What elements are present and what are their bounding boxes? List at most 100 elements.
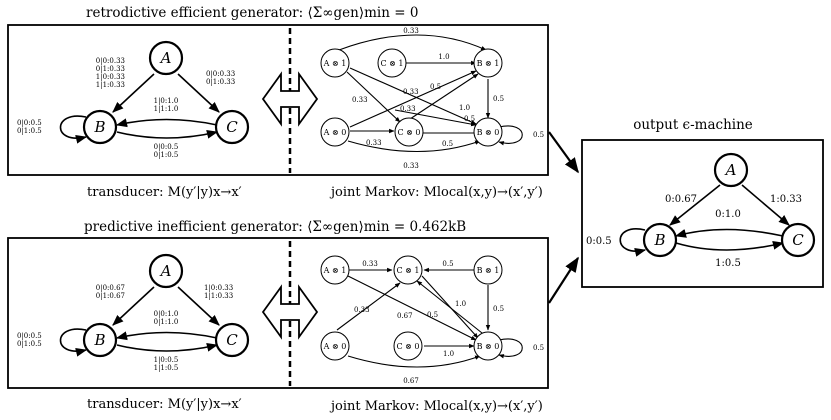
edge-label: 1|1:0.33	[204, 292, 233, 300]
state-a-label: A	[159, 49, 172, 67]
edge-label: 1|1:1.0	[154, 105, 179, 113]
state-b-label: B	[93, 331, 105, 349]
joint-node-c0	[394, 117, 424, 147]
joint-node-a1	[320, 255, 350, 285]
double-arrow-bottom	[261, 284, 319, 340]
caption-joint-bottom: joint Markov: Mlocal(x,y)→(x′,y′)	[329, 399, 543, 414]
edge-label: 1|1:0.33	[96, 81, 125, 89]
prob-label: 1.0	[455, 300, 466, 308]
output-panel-frame	[581, 139, 824, 288]
title-bottom: predictive inefficient generator: ⟨Σ∞gen…	[84, 219, 466, 235]
prob-label: 0.5	[442, 260, 453, 268]
emachine-label-bb: 0:0.5	[586, 236, 612, 247]
emachine-labels: 0:0.67 1:0.33 0:1.0 1:0.5 0:0.5	[586, 194, 802, 269]
state-node-c	[214, 109, 250, 145]
prob-label: 0.33	[403, 27, 419, 35]
top-transducer-edges	[59, 73, 220, 144]
edge-label: 0|1:0.33	[206, 78, 235, 86]
state-b-label: B	[653, 231, 665, 249]
state-a-label: A	[724, 161, 737, 179]
state-node-a	[713, 152, 749, 188]
prob-label: 0.33	[403, 162, 419, 170]
joint-node-b1	[473, 48, 503, 78]
edge-label: 0|0:0.33	[206, 70, 235, 78]
prob-label: 1.0	[438, 53, 449, 61]
bottom-joint-labels: 0.33 0.5 0.33 0.67 0.5 1.0 0.5 1.0 0.5 0…	[354, 260, 544, 385]
joint-node-b0	[473, 331, 503, 361]
emachine-edges	[619, 184, 790, 257]
edge-label: 0|0:0.33	[96, 57, 125, 65]
bottom-joint-nodes: A ⊗ 1 C ⊗ 1 B ⊗ 1 A ⊗ 0 C ⊗ 0 B ⊗ 0	[320, 255, 503, 361]
joint-state-label: A ⊗ 0	[323, 128, 347, 137]
state-node-c	[780, 222, 816, 258]
joint-node-c1	[393, 255, 423, 285]
edge-label: 1|0:0.33	[96, 73, 125, 81]
joint-state-label: B ⊗ 1	[477, 59, 500, 68]
bottom-transducer-edges	[59, 286, 220, 357]
prob-label: 0.67	[403, 377, 419, 385]
edge-label: 0|0:1.0	[154, 310, 179, 318]
prob-label: 0.5	[533, 344, 544, 352]
joint-state-label: B ⊗ 1	[477, 266, 500, 275]
emachine-label-bc: 1:0.5	[715, 258, 741, 269]
state-node-b	[642, 222, 678, 258]
state-node-b	[82, 322, 118, 358]
prob-label: 0.5	[493, 305, 504, 313]
bottom-joint-edges	[336, 267, 523, 368]
title-top: retrodictive efficient generator: ⟨Σ∞gen…	[86, 5, 418, 21]
joint-state-label: C ⊗ 1	[397, 266, 420, 275]
emachine-label-ac: 1:0.33	[770, 194, 802, 205]
edge-label: 1|0:0.33	[204, 284, 233, 292]
edge-label: 1|1:0.5	[154, 364, 179, 372]
output-title: output ϵ-machine	[633, 117, 753, 133]
state-c-label: C	[792, 231, 804, 249]
top-joint-labels: 0.33 1.0 0.5 0.33 0.33 1.0 0.5 0.33 0.5 …	[352, 27, 544, 170]
joint-node-a0	[320, 117, 350, 147]
top-panel-frame	[7, 24, 549, 176]
state-node-a	[148, 253, 184, 289]
bottom-transducer-nodes: A B C	[82, 253, 250, 358]
joint-state-label: B ⊗ 0	[477, 128, 500, 137]
prob-label: 0.33	[352, 96, 368, 104]
edge-label: 0|1:0.5	[17, 127, 42, 135]
state-b-label: B	[93, 118, 105, 136]
panel-to-output-arrows	[548, 131, 579, 304]
prob-label: 0.33	[400, 105, 416, 113]
edge-label: 0|1:0.5	[17, 340, 42, 348]
edge-label: 0|1:1.0	[154, 318, 179, 326]
prob-label: 0.67	[397, 312, 413, 320]
joint-state-label: A ⊗ 1	[323, 59, 347, 68]
prob-label: 0.5	[430, 83, 441, 91]
prob-label: 0.5	[442, 140, 453, 148]
top-joint-nodes: A ⊗ 1 C ⊗ 1 B ⊗ 1 A ⊗ 0 C ⊗ 0 B ⊗ 0	[320, 48, 503, 147]
prob-label: 1.0	[443, 350, 454, 358]
double-arrow-top	[261, 71, 319, 127]
prob-label: 0.33	[362, 260, 378, 268]
edge-label: 0|0:0.5	[154, 143, 179, 151]
edge-label: 1|0:1.0	[154, 97, 179, 105]
joint-node-a1	[320, 48, 350, 78]
top-transducer-nodes: A B C	[82, 40, 250, 145]
joint-state-label: A ⊗ 0	[323, 342, 347, 351]
joint-node-c1	[377, 48, 407, 78]
edge-label: 0|0:0.5	[17, 119, 42, 127]
emachine-label-ab: 0:0.67	[665, 194, 697, 205]
caption-joint-top: joint Markov: Mlocal(x,y)→(x′,y′)	[329, 185, 543, 200]
state-c-label: C	[226, 331, 238, 349]
prob-label: 0.33	[366, 139, 382, 147]
prob-label: 0.5	[533, 131, 544, 139]
emachine-nodes: A B C	[642, 152, 816, 258]
joint-state-label: C ⊗ 0	[397, 342, 420, 351]
state-a-label: A	[159, 262, 172, 280]
prob-label: 0.33	[403, 88, 419, 96]
prob-label: 0.5	[493, 95, 504, 103]
top-joint-edges	[338, 34, 523, 153]
top-transducer-labels: 0|0:0.33 0|1:0.33 1|0:0.33 1|1:0.33 0|0:…	[17, 57, 235, 159]
emachine-label-cb: 0:1.0	[715, 209, 741, 220]
caption-transducer-top: transducer: M(y′|y)x→x′	[87, 185, 242, 200]
state-node-a	[148, 40, 184, 76]
state-node-b	[82, 109, 118, 145]
joint-state-label: C ⊗ 0	[398, 128, 421, 137]
joint-state-label: B ⊗ 0	[477, 342, 500, 351]
joint-node-c0	[393, 331, 423, 361]
